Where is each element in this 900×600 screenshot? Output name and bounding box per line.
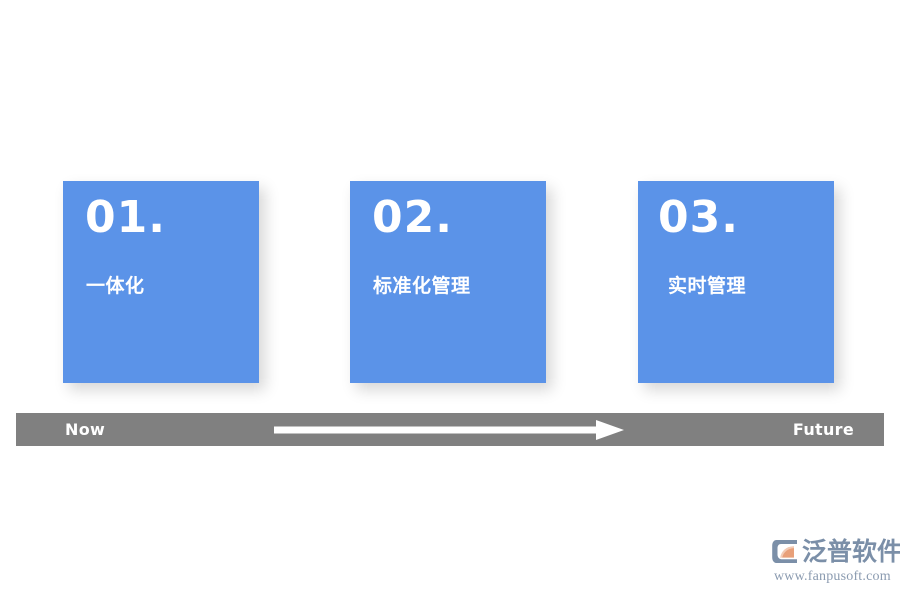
brand-logo: 泛普软件 www.fanpusoft.com [772,538,900,590]
step-label: 一体化 [86,275,145,297]
step-number: 02. [372,192,453,243]
step-number: 01. [85,192,166,243]
right-arrow-icon [274,420,624,440]
timeline-start-label: Now [65,420,106,439]
logo-company-name: 泛普软件 [802,537,900,566]
step-label: 实时管理 [668,275,747,297]
fanpu-logo-mark-icon [772,538,799,565]
step-card-01[interactable]: 01. 一体化 [63,181,259,383]
step-label: 标准化管理 [373,275,471,297]
logo-lockup: 泛普软件 [772,538,900,565]
timeline-end-label: Future [792,420,854,439]
timeline-bar: Now Future [16,413,884,446]
logo-website-url: www.fanpusoft.com [774,569,891,584]
step-number: 03. [658,192,739,243]
card-group: 01. 一体化 02. 标准化管理 03. 实时管理 [0,181,900,384]
step-card-02[interactable]: 02. 标准化管理 [350,181,546,383]
step-card-03[interactable]: 03. 实时管理 [638,181,834,383]
